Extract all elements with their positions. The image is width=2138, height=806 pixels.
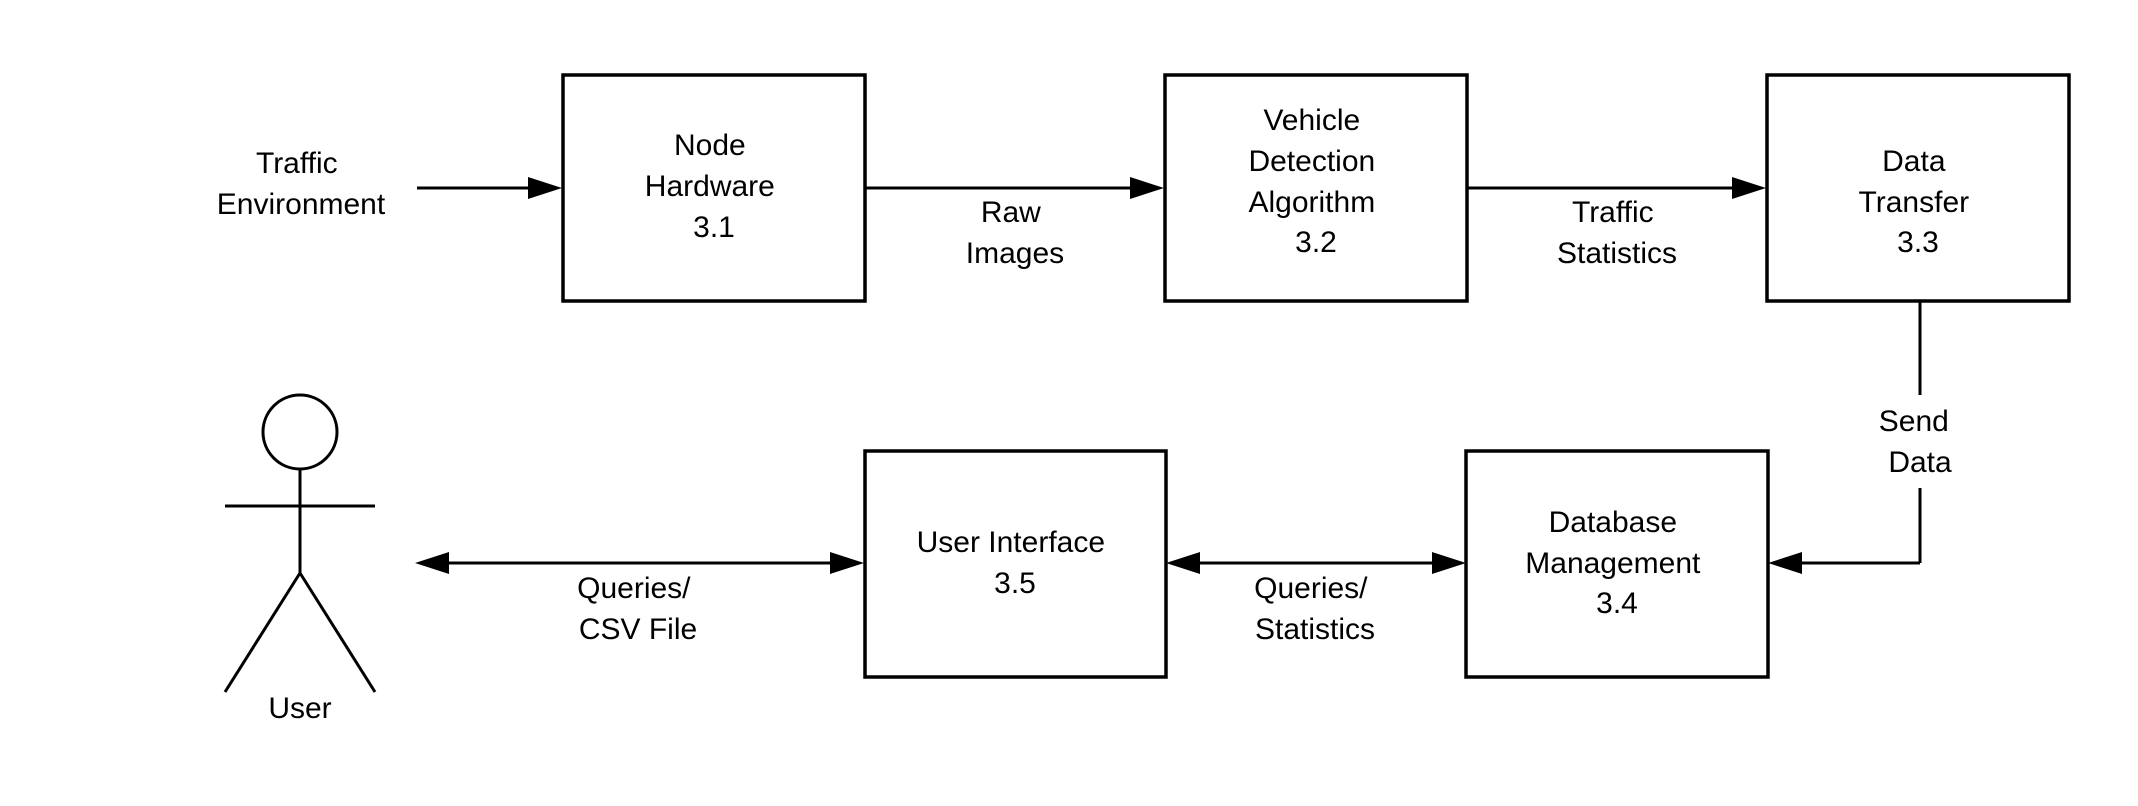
arrowhead-icon bbox=[830, 552, 864, 574]
arrowhead-icon bbox=[528, 177, 562, 199]
node-number: 3.5 bbox=[994, 567, 1036, 600]
data-transfer-box: Data Transfer 3.3 bbox=[1765, 73, 2071, 303]
queries-csv-file-label: Queries/ CSV File bbox=[577, 572, 699, 646]
node-label: Management bbox=[1525, 547, 1701, 580]
node-label: User Interface bbox=[917, 526, 1105, 559]
source-label-line: Environment bbox=[217, 188, 386, 221]
arrowhead-icon bbox=[1732, 177, 1766, 199]
traffic-statistics-label: Traffic Statistics bbox=[1557, 196, 1677, 270]
edge-label-line: Statistics bbox=[1557, 237, 1677, 270]
edge-label-line: Statistics bbox=[1255, 613, 1375, 646]
edge-raw-images bbox=[866, 177, 1164, 199]
vehicle-detection-box: Vehicle Detection Algorithm 3.2 bbox=[1163, 73, 1469, 303]
node-label: Detection bbox=[1248, 145, 1375, 178]
edge-label-line: Data bbox=[1888, 446, 1952, 479]
svg-text:User Interface 3.5: User Interface 3.5 bbox=[917, 526, 1114, 600]
edge-label-line: Send bbox=[1879, 405, 1949, 438]
node-number: 3.4 bbox=[1596, 587, 1638, 620]
node-label: Algorithm bbox=[1248, 186, 1375, 219]
svg-text:Node Hardware 3.1: Node Hardware 3.1 bbox=[645, 129, 783, 244]
edge-label-line: Queries/ bbox=[577, 572, 691, 605]
stick-figure-icon bbox=[223, 393, 377, 693]
node-hardware-box: Node Hardware 3.1 bbox=[561, 73, 867, 303]
arrowhead-icon bbox=[1130, 177, 1164, 199]
node-number: 3.2 bbox=[1295, 226, 1337, 259]
edge-label-line: Raw bbox=[981, 196, 1041, 229]
traffic-environment-label: Traffic Environment bbox=[217, 147, 386, 221]
edge-traffic-environment-to-node-hardware bbox=[417, 177, 562, 199]
edge-send-data bbox=[1768, 301, 1922, 574]
user-interface-box: User Interface 3.5 bbox=[863, 449, 1168, 679]
database-management-box: Database Management 3.4 bbox=[1464, 449, 1770, 679]
node-label: Hardware bbox=[645, 170, 775, 203]
raw-images-label: Raw Images bbox=[966, 196, 1064, 270]
edge-label-line: CSV File bbox=[579, 613, 697, 646]
send-data-label: Send Data bbox=[1879, 405, 1957, 479]
arrowhead-icon bbox=[415, 552, 449, 574]
node-label: Vehicle bbox=[1263, 104, 1360, 137]
svg-text:Data Transfer 3.3: Data Transfer 3.3 bbox=[1859, 145, 1978, 259]
svg-text:Vehicle Detection: Vehicle Detection Algorithm 3.2 bbox=[1248, 104, 1383, 259]
edge-label-line: Images bbox=[966, 237, 1064, 270]
node-label: Database bbox=[1549, 506, 1677, 539]
queries-statistics-label: Queries/ Statistics bbox=[1254, 572, 1376, 646]
arrowhead-icon bbox=[1768, 552, 1802, 574]
source-label-line: Traffic bbox=[256, 147, 338, 180]
node-number: 3.3 bbox=[1897, 226, 1939, 259]
user-label: User bbox=[268, 692, 331, 725]
edge-label-line: Traffic bbox=[1572, 196, 1654, 229]
svg-text:Database Management: Database Management 3.4 bbox=[1525, 506, 1708, 620]
arrowhead-icon bbox=[1166, 552, 1200, 574]
node-label: Node bbox=[674, 129, 746, 162]
arrowhead-icon bbox=[1432, 552, 1466, 574]
node-number: 3.1 bbox=[693, 211, 735, 244]
edge-queries-statistics bbox=[1166, 552, 1466, 574]
node-label: Transfer bbox=[1859, 186, 1970, 219]
edge-label-line: Queries/ bbox=[1254, 572, 1368, 605]
edge-queries-csv-file bbox=[415, 552, 864, 574]
node-label: Data bbox=[1882, 145, 1946, 178]
user-actor: User bbox=[223, 393, 377, 725]
edge-traffic-statistics bbox=[1468, 177, 1766, 199]
